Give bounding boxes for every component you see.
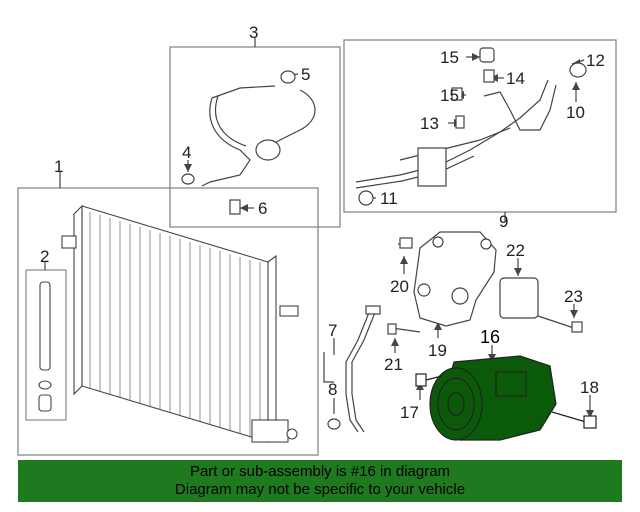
callout-22: 22	[506, 241, 525, 260]
callout-20: 20	[390, 277, 409, 296]
callout-18: 18	[580, 378, 599, 397]
callout-8: 8	[328, 380, 337, 399]
hose-9-drawing	[355, 47, 587, 206]
callout-16: 16	[480, 327, 500, 347]
callout-12: 12	[586, 51, 605, 70]
hose-3-drawing	[181, 70, 316, 215]
info-banner: Part or sub-assembly is #16 in diagram D…	[18, 460, 622, 502]
callout-17: 17	[400, 403, 419, 422]
callout-14: 14	[506, 69, 525, 88]
callout-7: 7	[328, 321, 337, 340]
callout-5: 5	[301, 65, 310, 84]
callout-15b: 15	[440, 86, 459, 105]
box-drier	[25, 269, 67, 421]
callout-19: 19	[428, 341, 447, 360]
banner-line-1: Part or sub-assembly is #16 in diagram	[189, 463, 451, 480]
callout-4: 4	[182, 143, 191, 162]
callout-10: 10	[566, 103, 585, 122]
hose-7-drawing	[323, 305, 381, 433]
compressor-drawing	[415, 355, 597, 441]
callout-13: 13	[420, 114, 439, 133]
callout-6: 6	[258, 199, 267, 218]
box-hose-3	[169, 46, 341, 228]
callout-11: 11	[380, 189, 398, 208]
callout-21: 21	[384, 355, 403, 374]
box-hose-9	[343, 39, 617, 213]
callout-9: 9	[499, 212, 508, 231]
box-condenser	[17, 187, 319, 456]
drier-drawing	[38, 281, 52, 412]
callout-3: 3	[249, 23, 258, 42]
callout-23: 23	[564, 287, 583, 306]
condenser-drawing	[61, 204, 299, 443]
banner-line-2: Diagram may not be specific to your vehi…	[174, 481, 466, 498]
callout-2: 2	[40, 247, 49, 266]
callout-1: 1	[54, 157, 63, 176]
callout-15a: 15	[440, 48, 459, 67]
bracket-drawing	[387, 231, 583, 335]
